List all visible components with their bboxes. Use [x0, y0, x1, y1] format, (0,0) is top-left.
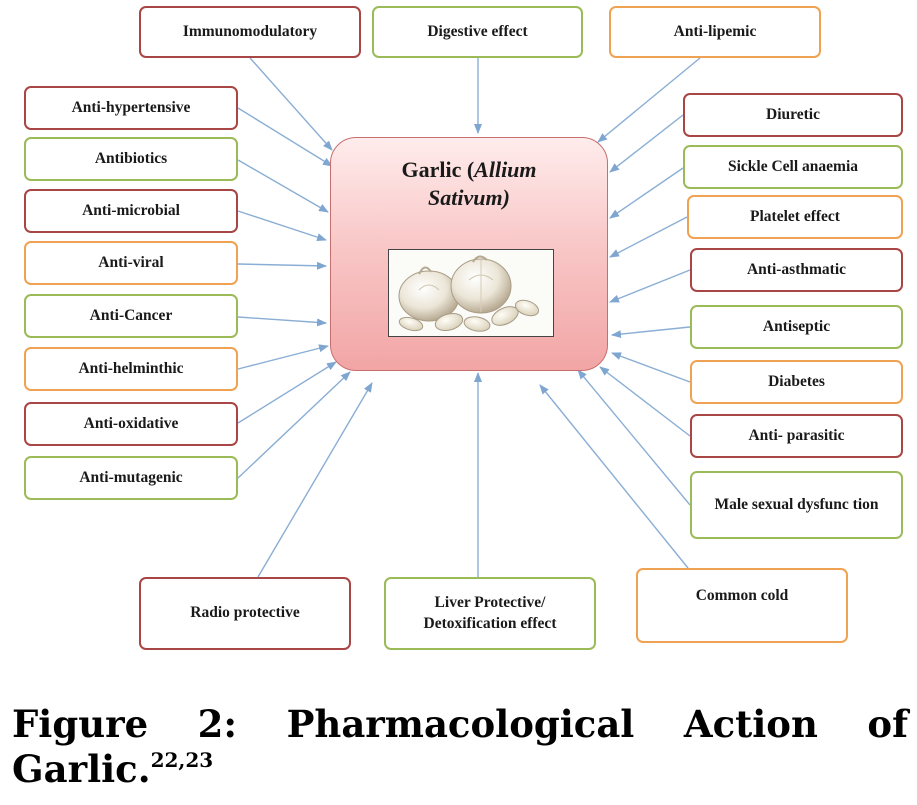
connector-arrow — [238, 346, 328, 369]
caption-word: Pharmacological — [287, 706, 635, 742]
caption-reference: 22,23 — [151, 748, 214, 772]
node-anti-viral: Anti-viral — [24, 241, 238, 285]
center-title-italic: Allium — [474, 157, 536, 182]
garlic-bulbs-illustration — [389, 250, 554, 337]
node-liver-protective: Liver Protective/ Detoxification effect — [384, 577, 596, 650]
connector-arrow — [238, 160, 328, 212]
connector-arrow — [250, 58, 332, 150]
center-title-plain: Garlic ( — [401, 157, 474, 182]
connector-arrow — [610, 217, 687, 257]
caption-line-1: Figure 2: Pharmacological Action of — [12, 706, 908, 742]
connector-arrow — [610, 168, 683, 218]
node-anti-cancer: Anti-Cancer — [24, 294, 238, 338]
node-anti-parasitic: Anti- parasitic — [690, 414, 903, 458]
connector-arrow — [258, 383, 372, 577]
node-label: Liver Protective/ Detoxification effect — [392, 593, 588, 635]
center-title-italic-2: Sativum) — [428, 185, 510, 210]
node-label: Anti-helminthic — [78, 359, 183, 380]
node-male-sexual-dysfunction: Male sexual dysfunc tion — [690, 471, 903, 539]
connector-arrow — [612, 327, 690, 335]
connector-arrow — [238, 108, 332, 166]
caption-word: of — [867, 706, 908, 742]
connector-arrow — [610, 270, 690, 302]
connector-arrow — [238, 264, 326, 266]
node-label: Immunomodulatory — [183, 22, 317, 43]
caption-word: Action — [684, 706, 818, 742]
node-label: Male sexual dysfunc tion — [714, 495, 878, 516]
node-label: Antibiotics — [95, 149, 167, 170]
garlic-center-node: Garlic (Allium Sativum) — [330, 137, 608, 371]
node-label: Anti- parasitic — [748, 426, 844, 447]
node-sickle-cell-anaemia: Sickle Cell anaemia — [683, 145, 903, 189]
pharmacology-diagram: Garlic (Allium Sativum) — [0, 0, 917, 670]
node-label: Anti-oxidative — [84, 414, 179, 435]
connector-arrow — [238, 317, 326, 323]
node-antiseptic: Antiseptic — [690, 305, 903, 349]
node-anti-asthmatic: Anti-asthmatic — [690, 248, 903, 292]
node-label: Digestive effect — [427, 22, 527, 43]
node-label: Sickle Cell anaemia — [728, 157, 858, 178]
node-antibiotics: Antibiotics — [24, 137, 238, 181]
garlic-image — [388, 249, 554, 337]
node-common-cold: Common cold — [636, 568, 848, 643]
center-title: Garlic (Allium Sativum) — [331, 156, 607, 211]
node-label: Anti-viral — [98, 253, 163, 274]
node-label: Radio protective — [190, 603, 299, 624]
node-label: Anti-hypertensive — [72, 98, 191, 119]
connector-arrow — [612, 353, 690, 382]
node-platelet-effect: Platelet effect — [687, 195, 903, 239]
node-label: Common cold — [696, 586, 789, 607]
node-anti-oxidative: Anti-oxidative — [24, 402, 238, 446]
node-label: Platelet effect — [750, 207, 840, 228]
node-label: Anti-mutagenic — [79, 468, 182, 489]
node-radio-protective: Radio protective — [139, 577, 351, 650]
node-label: Anti-microbial — [82, 201, 180, 222]
node-diuretic: Diuretic — [683, 93, 903, 137]
node-anti-hypertensive: Anti-hypertensive — [24, 86, 238, 130]
node-immunomodulatory: Immunomodulatory — [139, 6, 361, 58]
node-label: Antiseptic — [763, 317, 830, 338]
node-anti-microbial: Anti-microbial — [24, 189, 238, 233]
node-label: Diuretic — [766, 105, 820, 126]
caption-word: Garlic. — [12, 747, 151, 791]
caption-word: Figure — [12, 706, 148, 742]
node-diabetes: Diabetes — [690, 360, 903, 404]
connector-arrow — [578, 370, 690, 505]
node-anti-helminthic: Anti-helminthic — [24, 347, 238, 391]
node-label: Anti-Cancer — [90, 306, 173, 327]
caption-word: 2: — [198, 706, 237, 742]
figure-caption: Figure 2: Pharmacological Action of Garl… — [12, 706, 908, 787]
connector-arrow — [238, 211, 326, 240]
node-digestive-effect: Digestive effect — [372, 6, 583, 58]
node-label: Anti-lipemic — [674, 22, 757, 43]
node-label: Diabetes — [768, 372, 825, 393]
node-anti-mutagenic: Anti-mutagenic — [24, 456, 238, 500]
caption-line-2: Garlic.22,23 — [12, 742, 908, 787]
node-label: Anti-asthmatic — [747, 260, 846, 281]
node-anti-lipemic: Anti-lipemic — [609, 6, 821, 58]
connector-arrow — [238, 362, 336, 423]
